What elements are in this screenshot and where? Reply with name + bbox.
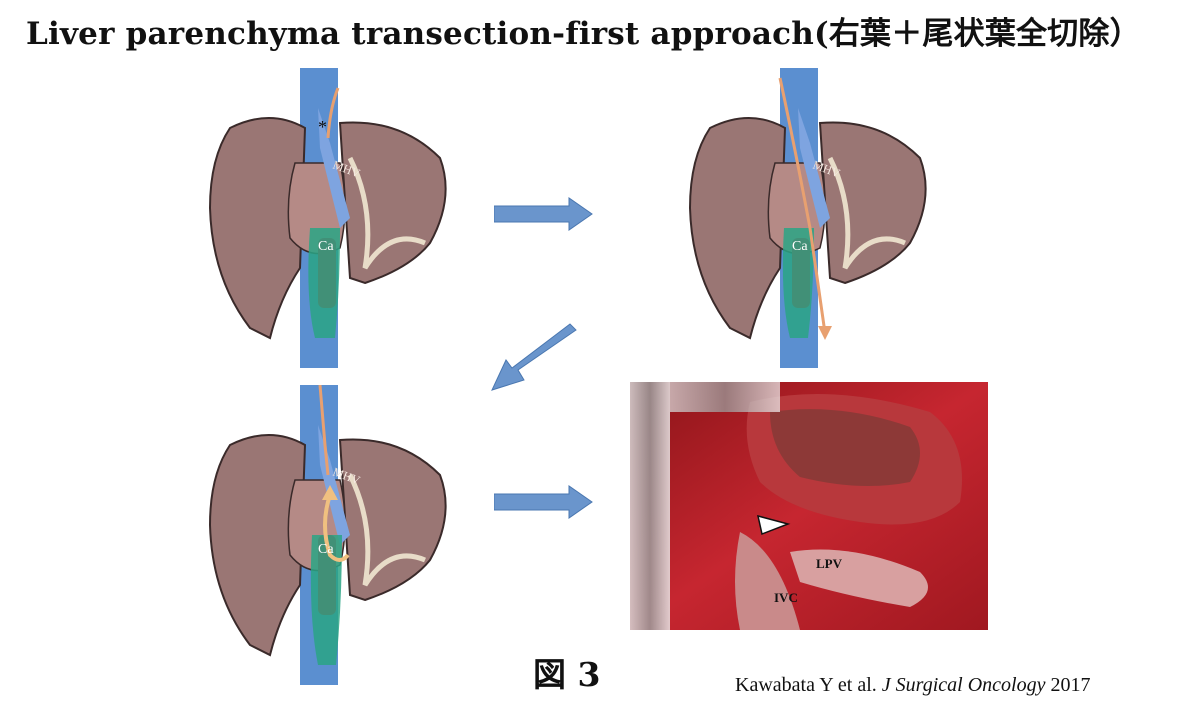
liver-left-lobe [818, 121, 927, 285]
cut-surface [770, 409, 920, 486]
transection-line [778, 77, 827, 334]
transection-loop [323, 494, 350, 562]
flow-arrow-diagonal [491, 323, 577, 391]
liver-right-lobe [688, 117, 787, 340]
transection-arrowhead [322, 485, 338, 500]
mhv-vessel [798, 108, 830, 228]
liver-left-lobe [338, 438, 447, 602]
page-title: Liver parenchyma transection-first appro… [26, 16, 1141, 52]
liver-diagram-step-1: * MHV Ca [208, 68, 447, 368]
lpv-label: LPV [816, 556, 843, 571]
citation-year: 2017 [1045, 674, 1091, 696]
tumor-label: Ca [318, 239, 334, 254]
ivc-label: IVC [774, 590, 798, 605]
lpv-vessel [790, 549, 928, 607]
mhv-vessel [318, 108, 350, 228]
ligament [347, 473, 426, 587]
transection-arrowhead [818, 326, 832, 340]
figure-label: 図 3 [533, 655, 601, 694]
citation: Kawabata Y et al. J Surgical Oncology 20… [735, 674, 1090, 697]
ivc-photo-vessel [735, 532, 800, 630]
tumor-label: Ca [318, 542, 334, 557]
arrowhead-marker [756, 514, 791, 536]
tumor-label: Ca [792, 239, 808, 254]
retractor-top [670, 382, 780, 412]
citation-journal: J Surgical Oncology [881, 674, 1046, 696]
transection-line [326, 87, 340, 139]
ligament [347, 156, 426, 270]
bile-duct [782, 228, 814, 338]
citation-authors: Kawabata Y et al. [735, 674, 882, 696]
flow-arrow-right-bottom [494, 485, 593, 519]
retractor-left [630, 382, 670, 630]
ligament [827, 156, 906, 270]
transection-line [318, 385, 330, 476]
surgical-photo: LPV IVC [630, 382, 988, 630]
liver-left-lobe [338, 121, 447, 285]
bile-duct [308, 228, 340, 338]
star-label: * [318, 117, 327, 137]
liver-diagram-step-3: MHV Ca [208, 385, 447, 685]
liver-right-lobe [208, 117, 307, 340]
flow-arrow-right-top [494, 197, 593, 231]
bile-duct [310, 535, 342, 665]
liver-diagram-step-2: MHV Ca [688, 68, 927, 368]
liver-right-lobe [208, 434, 307, 657]
